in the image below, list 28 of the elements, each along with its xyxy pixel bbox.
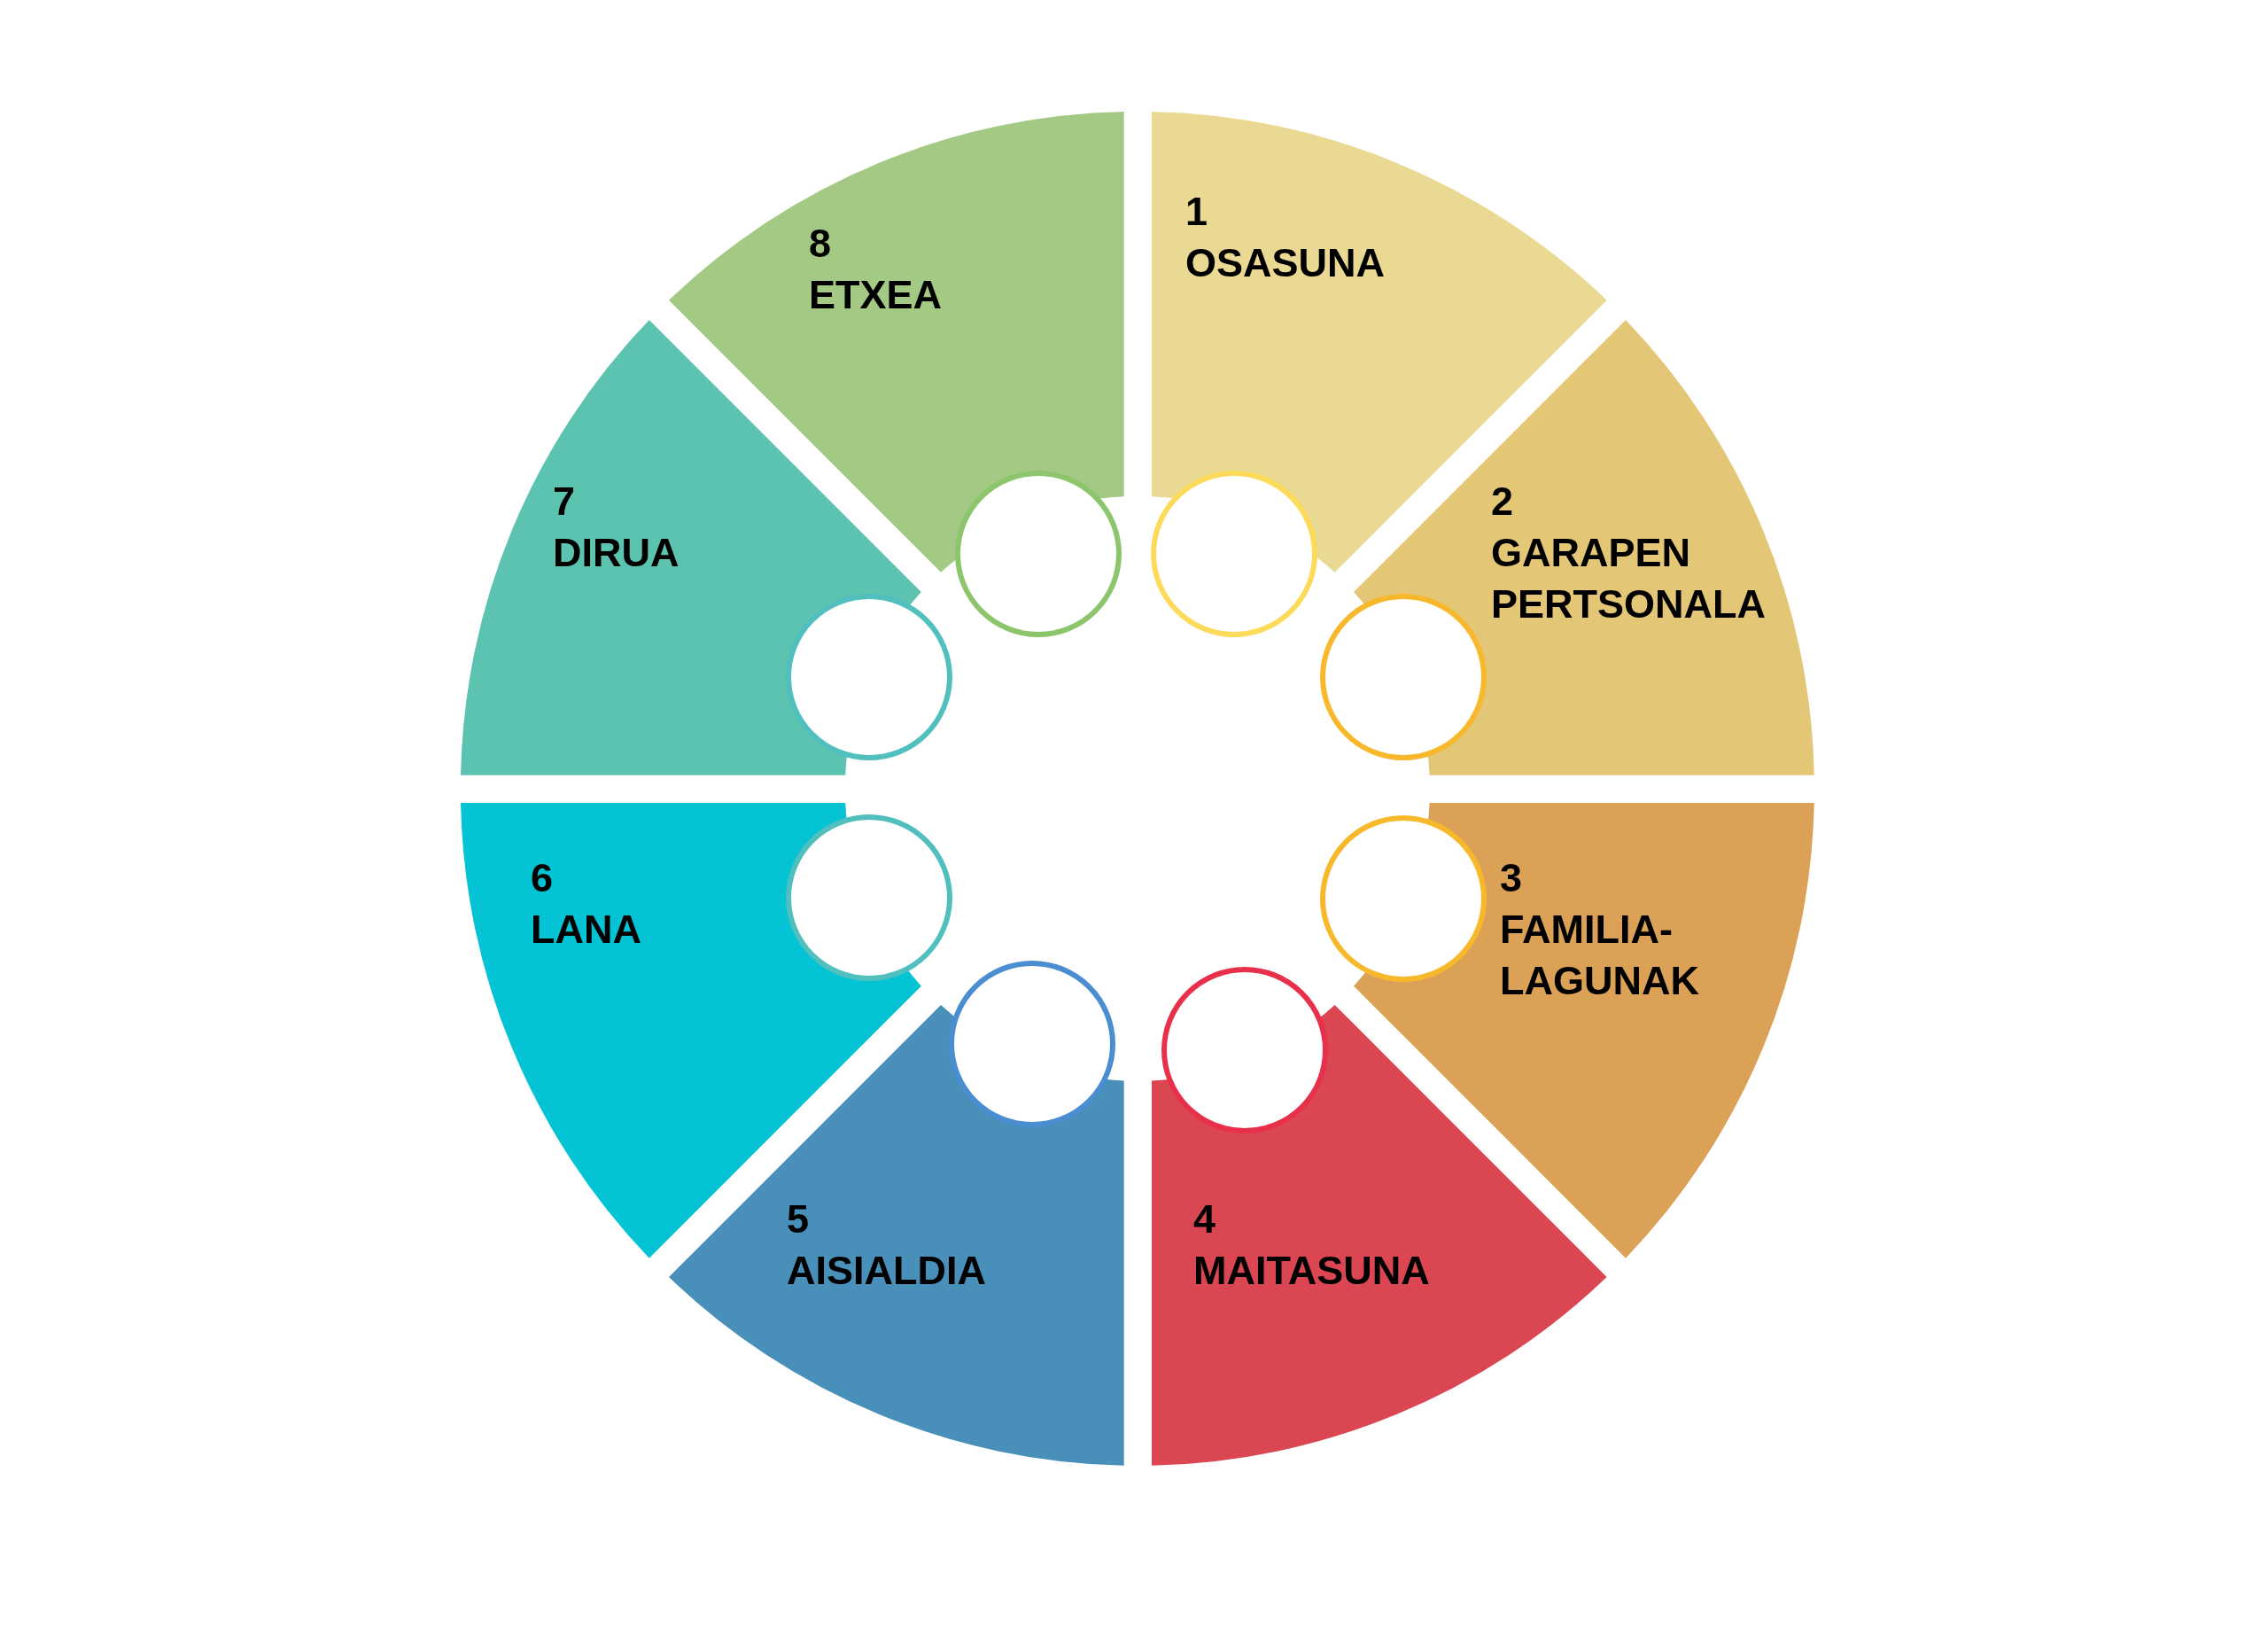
empty-circle	[1151, 471, 1317, 637]
empty-circle	[1320, 594, 1487, 760]
segment-label: LANA	[531, 906, 641, 954]
empty-circle	[786, 814, 952, 981]
segment-number: 2	[1491, 478, 1513, 526]
empty-circle	[949, 961, 1115, 1127]
empty-circle	[1161, 967, 1328, 1133]
segment-number: 4	[1193, 1195, 1216, 1243]
empty-circle	[1320, 815, 1487, 982]
wheel-segment	[668, 1005, 1124, 1466]
segment-number: 6	[531, 854, 553, 902]
segment-number: 3	[1500, 854, 1522, 902]
empty-circle	[955, 471, 1122, 637]
segment-label: FAMILIA-LAGUNAK	[1500, 906, 1699, 1005]
segment-label: MAITASUNA	[1193, 1247, 1430, 1295]
segment-number: 5	[787, 1195, 809, 1243]
segment-number: 1	[1185, 188, 1208, 236]
empty-circle	[786, 594, 952, 760]
segment-label: ETXEA	[809, 271, 942, 319]
segment-label: OSASUNA	[1185, 239, 1386, 287]
segment-number: 7	[553, 478, 575, 526]
segment-label: GARAPEN PERTSONALA	[1491, 529, 1766, 628]
segment-number: 8	[809, 220, 831, 268]
segment-label: AISIALDIA	[787, 1247, 986, 1295]
segment-label: DIRUA	[553, 529, 680, 577]
wheel-segment	[461, 319, 921, 775]
wheel-segment	[461, 802, 921, 1258]
wheel-segment	[1151, 1005, 1607, 1466]
